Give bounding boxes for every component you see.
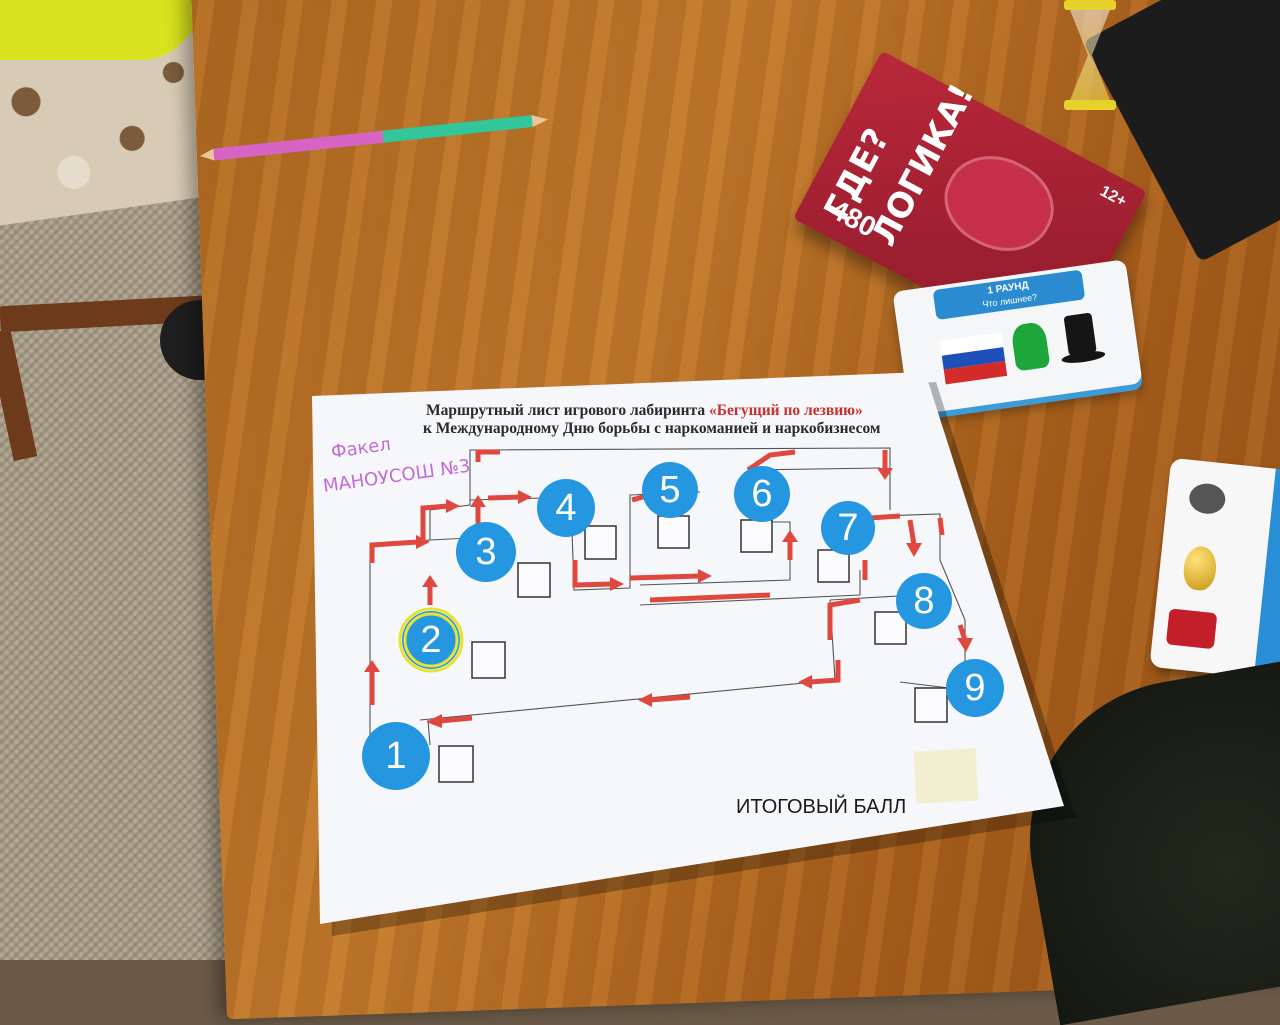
title-prefix: Маршрутный лист игрового лабиринта bbox=[426, 402, 709, 419]
station-7-number: 7 bbox=[837, 507, 858, 549]
station-5: 5 bbox=[642, 462, 698, 518]
stations: 1 2 3 4 5 6 bbox=[362, 462, 1004, 790]
sheet-title-line1: Маршрутный лист игрового лабиринта «Бегу… bbox=[426, 402, 863, 419]
station-1-number: 1 bbox=[385, 735, 406, 777]
score-box-4 bbox=[584, 525, 617, 560]
hourglass-icon bbox=[1060, 0, 1120, 120]
station-8: 8 bbox=[896, 573, 952, 629]
station-3-number: 3 bbox=[475, 531, 496, 573]
score-box-7 bbox=[817, 549, 850, 583]
score-box-1 bbox=[438, 745, 474, 783]
station-8-number: 8 bbox=[913, 580, 934, 622]
sheet-paper bbox=[312, 372, 1064, 924]
title-accent: «Бегущий по лезвию» bbox=[709, 402, 863, 419]
station-9-number: 9 bbox=[964, 667, 985, 709]
station-6-number: 6 bbox=[751, 473, 772, 515]
station-6: 6 bbox=[734, 466, 790, 522]
station-5-number: 5 bbox=[659, 469, 680, 511]
score-box-5 bbox=[657, 515, 690, 549]
station-7: 7 bbox=[821, 501, 875, 555]
score-box-8 bbox=[874, 611, 907, 645]
route-sheet: Маршрутный лист игрового лабиринта «Бегу… bbox=[312, 372, 1076, 936]
score-boxes bbox=[438, 515, 948, 783]
score-box-9 bbox=[914, 687, 948, 723]
yellow-shirt bbox=[0, 0, 200, 60]
station-3: 3 bbox=[456, 522, 516, 582]
station-2-number: 2 bbox=[420, 619, 441, 661]
station-1: 1 bbox=[362, 722, 430, 790]
station-4: 4 bbox=[537, 479, 595, 537]
total-score-box bbox=[913, 748, 979, 804]
hourglass-cap-bottom bbox=[1064, 100, 1116, 110]
hourglass-cap-top bbox=[1064, 0, 1116, 10]
station-2: 2 bbox=[398, 607, 464, 673]
score-box-2 bbox=[471, 641, 506, 679]
sheet-title-line2: к Международному Дню борьбы с наркомание… bbox=[423, 420, 881, 437]
station-4-number: 4 bbox=[555, 487, 576, 529]
station-9: 9 bbox=[946, 659, 1004, 717]
route-arrows bbox=[364, 449, 973, 728]
total-score-label: ИТОГОВЫЙ БАЛЛ bbox=[736, 794, 906, 818]
score-box-3 bbox=[517, 562, 551, 598]
score-box-6 bbox=[740, 519, 773, 553]
